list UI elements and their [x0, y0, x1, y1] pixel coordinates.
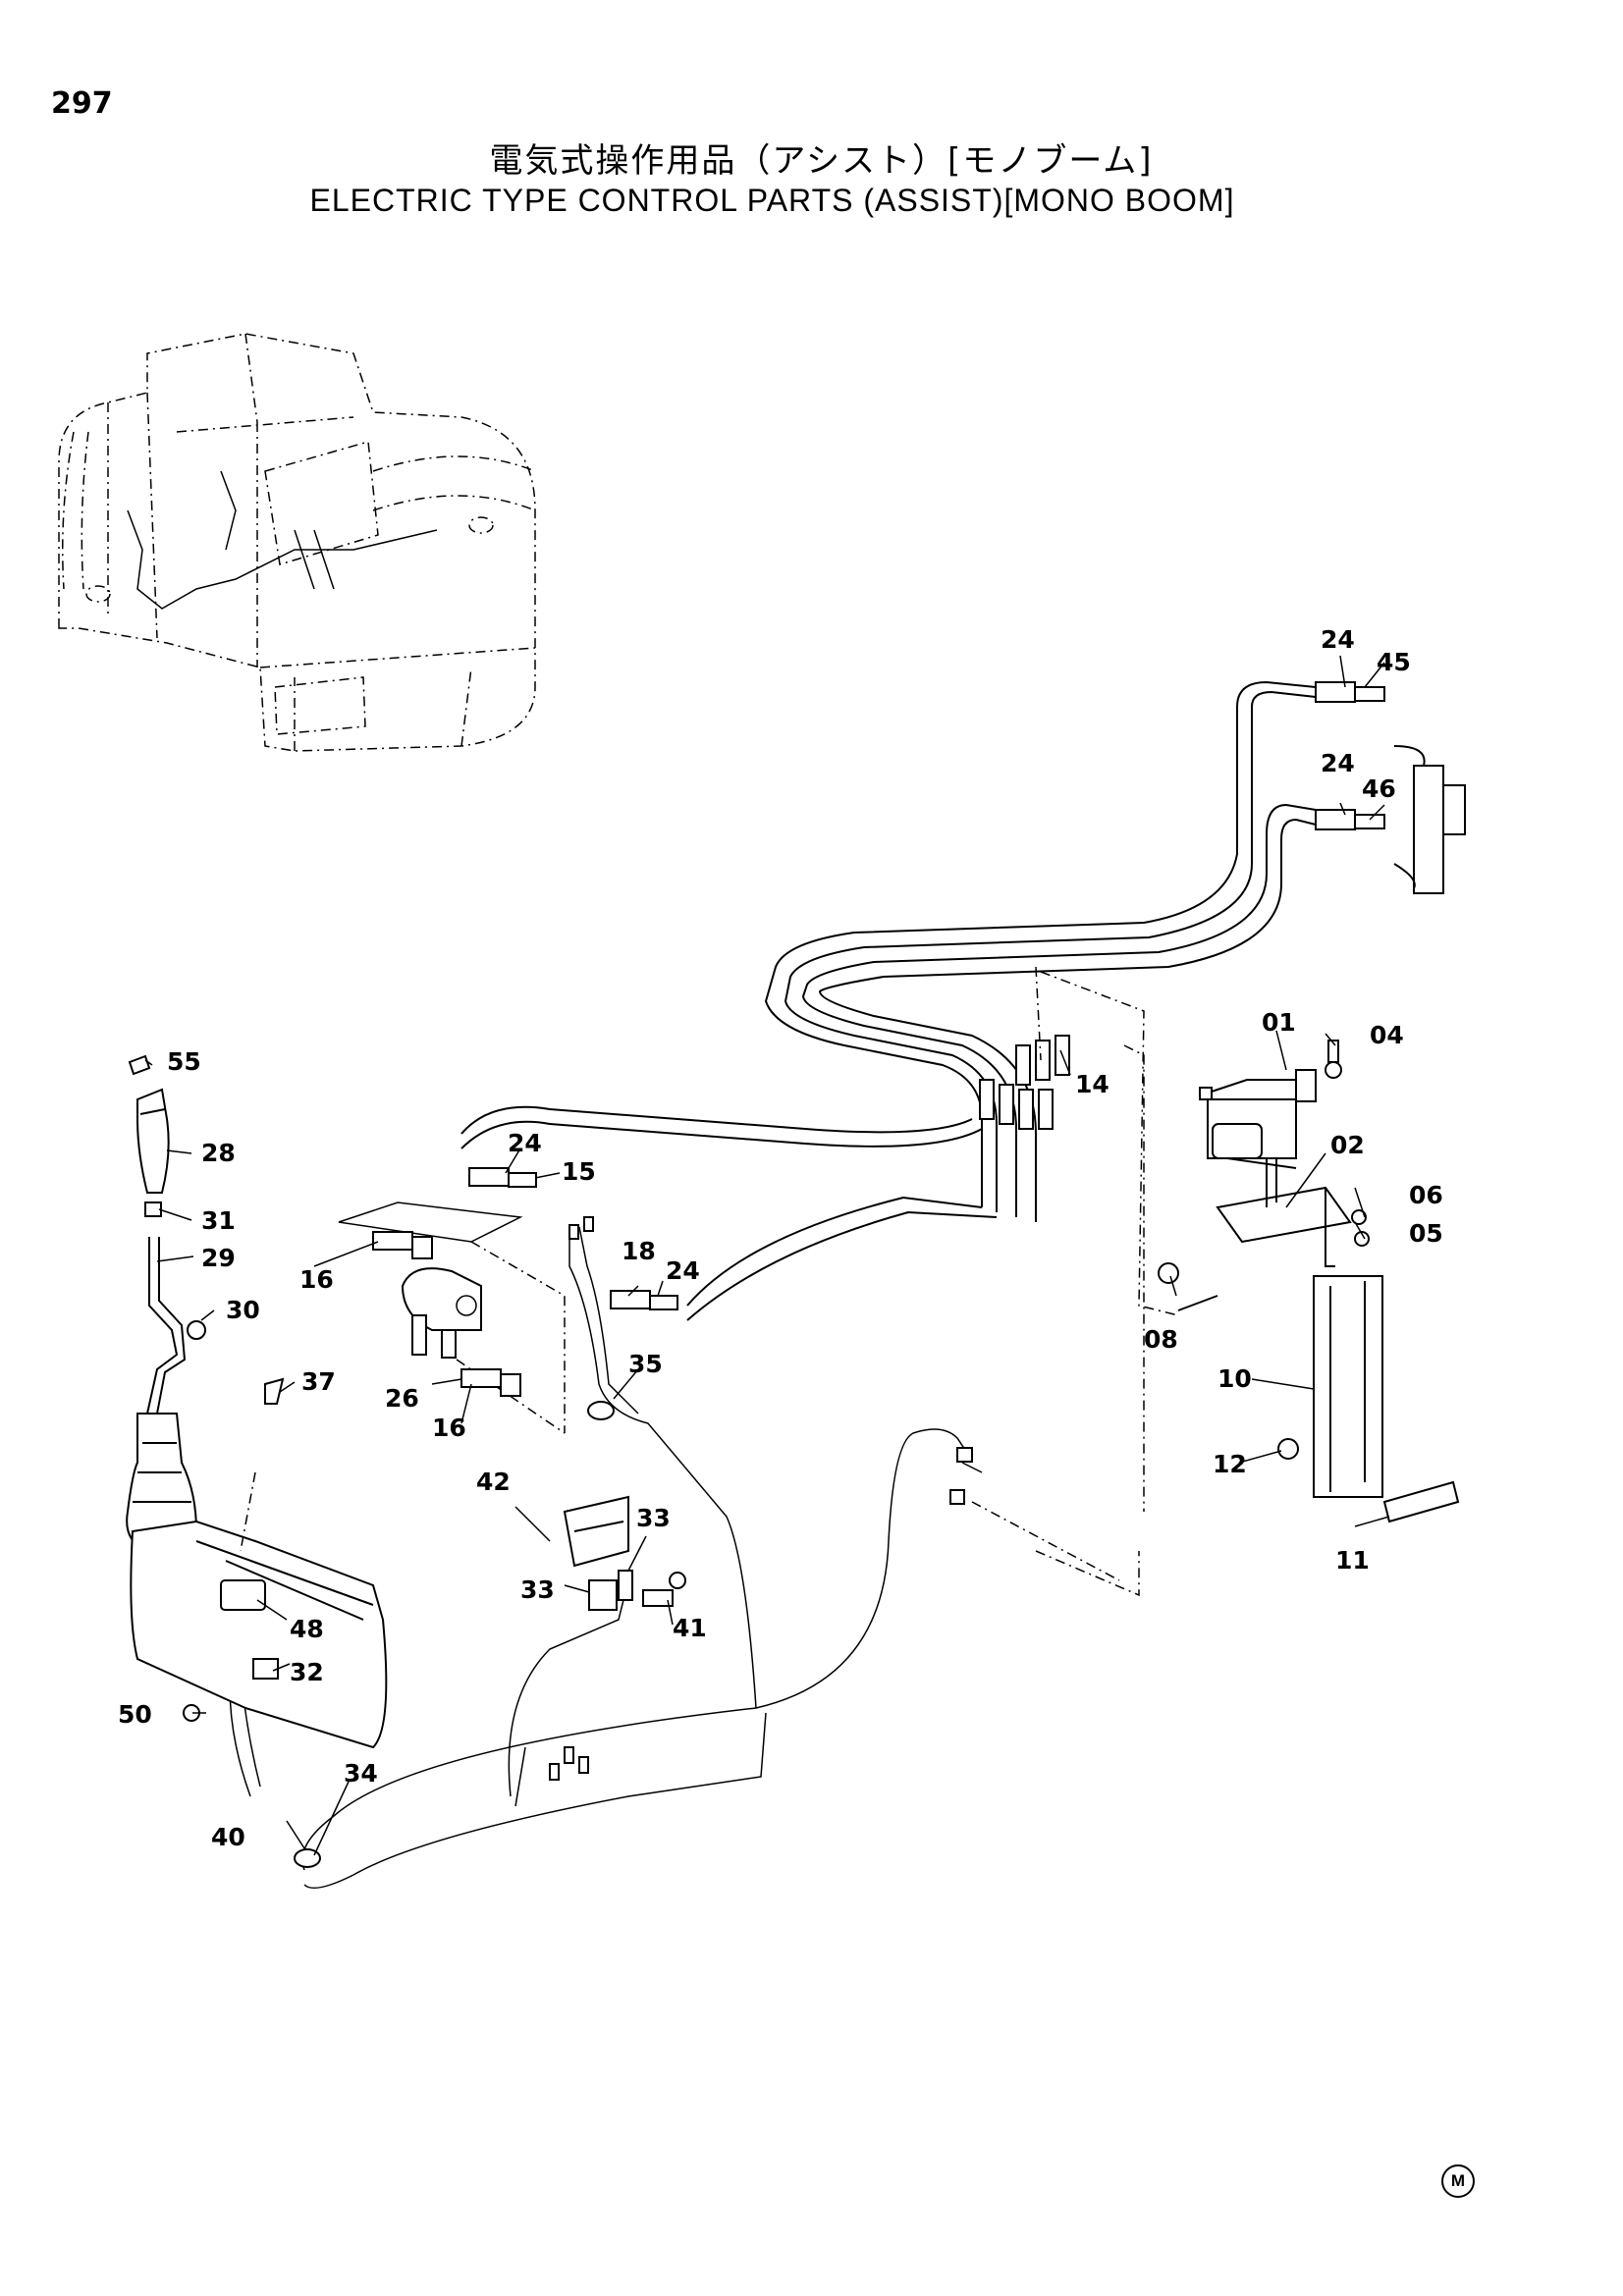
title-english: ELECTRIC TYPE CONTROL PARTS (ASSIST)[MON… — [309, 183, 1235, 218]
label-16: 16 — [432, 1414, 466, 1442]
control-lever-console — [126, 1054, 388, 1749]
label-24: 24 — [666, 1256, 700, 1285]
label-55: 55 — [167, 1047, 201, 1076]
label-05: 05 — [1409, 1219, 1443, 1248]
label-01: 01 — [1262, 1008, 1296, 1037]
label-02: 02 — [1330, 1131, 1365, 1159]
part-labels: 24 45 24 46 01 04 14 02 06 05 08 10 12 1… — [118, 625, 1443, 1851]
label-50: 50 — [118, 1700, 152, 1729]
label-10: 10 — [1217, 1364, 1252, 1393]
label-04: 04 — [1370, 1021, 1404, 1049]
label-35: 35 — [628, 1350, 663, 1378]
label-29: 29 — [201, 1244, 236, 1272]
label-08: 08 — [1144, 1325, 1178, 1354]
label-18: 18 — [622, 1237, 656, 1265]
label-34: 34 — [344, 1759, 378, 1788]
label-33: 33 — [520, 1575, 555, 1604]
page-number: 297 — [51, 86, 113, 121]
label-16: 16 — [299, 1265, 334, 1294]
label-37: 37 — [301, 1367, 336, 1396]
label-11: 11 — [1335, 1546, 1370, 1575]
label-42: 42 — [476, 1468, 511, 1496]
wiring-harness — [229, 1216, 1120, 1890]
solenoid-valve-assembly — [1035, 966, 1460, 1597]
label-14: 14 — [1075, 1070, 1109, 1098]
label-32: 32 — [290, 1658, 324, 1686]
label-45: 45 — [1377, 648, 1411, 676]
label-28: 28 — [201, 1139, 236, 1167]
label-12: 12 — [1213, 1450, 1247, 1478]
pilot-valve-assembly — [338, 1201, 566, 1434]
hose-bundle — [460, 680, 1466, 1321]
label-30: 30 — [226, 1296, 260, 1324]
label-15: 15 — [562, 1157, 596, 1186]
label-24: 24 — [508, 1129, 542, 1157]
manufacturer-mark: M — [1441, 2164, 1475, 2198]
label-24: 24 — [1321, 625, 1355, 654]
leader-lines — [144, 655, 1390, 1856]
label-06: 06 — [1409, 1181, 1443, 1209]
label-33: 33 — [636, 1504, 671, 1532]
label-41: 41 — [673, 1614, 707, 1642]
label-40: 40 — [211, 1823, 245, 1851]
label-26: 26 — [385, 1384, 419, 1413]
relay-bracket — [563, 1495, 686, 1611]
excavator-overview-illustration — [58, 333, 536, 752]
label-31: 31 — [201, 1206, 236, 1235]
label-46: 46 — [1362, 774, 1396, 803]
label-48: 48 — [290, 1615, 324, 1643]
title-japanese: 電気式操作用品（アシスト）[モノブーム] — [489, 141, 1154, 181]
label-24: 24 — [1321, 749, 1355, 777]
